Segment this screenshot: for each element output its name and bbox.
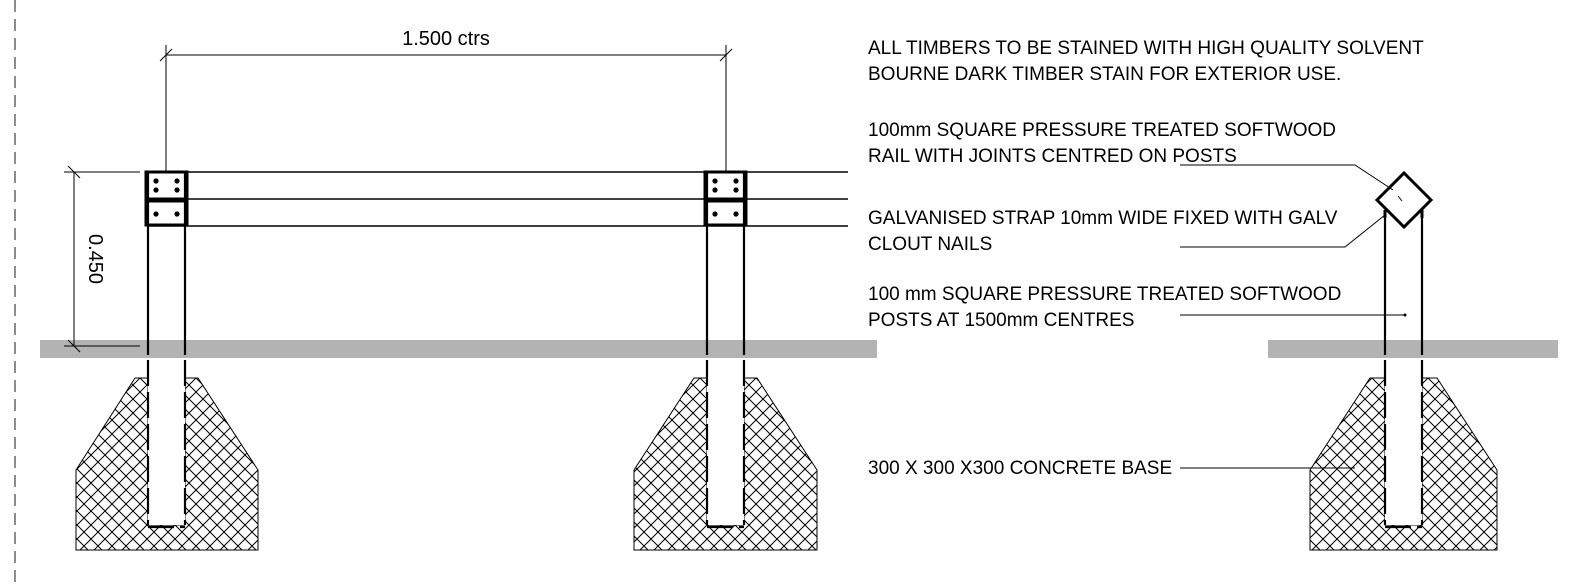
note-base: 300 X 300 X300 CONCRETE BASE — [868, 458, 1172, 479]
note-rail-line-2: RAIL WITH JOINTS CENTRED ON POSTS — [868, 146, 1237, 167]
note-rail: 100mm SQUARE PRESSURE TREATED SOFTWOOD R… — [868, 120, 1336, 167]
concrete-base-right — [633, 360, 818, 551]
dimension-post-spacing-label: 1.500 ctrs — [402, 28, 490, 50]
note-stain: ALL TIMBERS TO BE STAINED WITH HIGH QUAL… — [868, 38, 1424, 85]
note-stain-line-2: BOURNE DARK TIMBER STAIN FOR EXTERIOR US… — [868, 64, 1341, 85]
note-base-line-1: 300 X 300 X300 CONCRETE BASE — [868, 458, 1172, 479]
dimension-rail-height-label: 0.450 — [84, 234, 106, 284]
strap-left — [144, 170, 189, 227]
note-strap-line-2: CLOUT NAILS — [868, 234, 992, 255]
note-strap: GALVANISED STRAP 10mm WIDE FIXED WITH GA… — [868, 208, 1338, 255]
strap-right — [703, 170, 748, 227]
note-posts-line-2: POSTS AT 1500mm CENTRES — [868, 310, 1134, 331]
leader-lines — [1180, 164, 1407, 469]
note-stain-line-1: ALL TIMBERS TO BE STAINED WITH HIGH QUAL… — [868, 38, 1424, 59]
section-post — [1383, 218, 1424, 529]
note-posts: 100 mm SQUARE PRESSURE TREATED SOFTWOOD … — [868, 284, 1341, 331]
ground-strip-section — [1268, 340, 1558, 358]
dimension-rail-height: 0.450 — [64, 165, 140, 353]
note-rail-line-1: 100mm SQUARE PRESSURE TREATED SOFTWOOD — [868, 120, 1336, 141]
note-strap-line-1: GALVANISED STRAP 10mm WIDE FIXED WITH GA… — [868, 208, 1338, 229]
concrete-base-left — [75, 360, 259, 551]
dimension-post-spacing: 1.500 ctrs — [159, 28, 733, 172]
note-posts-line-1: 100 mm SQUARE PRESSURE TREATED SOFTWOOD — [868, 284, 1341, 305]
section-rail — [1374, 170, 1434, 230]
ground-strip-elevation — [40, 340, 877, 358]
concrete-base-section — [1309, 360, 1498, 551]
